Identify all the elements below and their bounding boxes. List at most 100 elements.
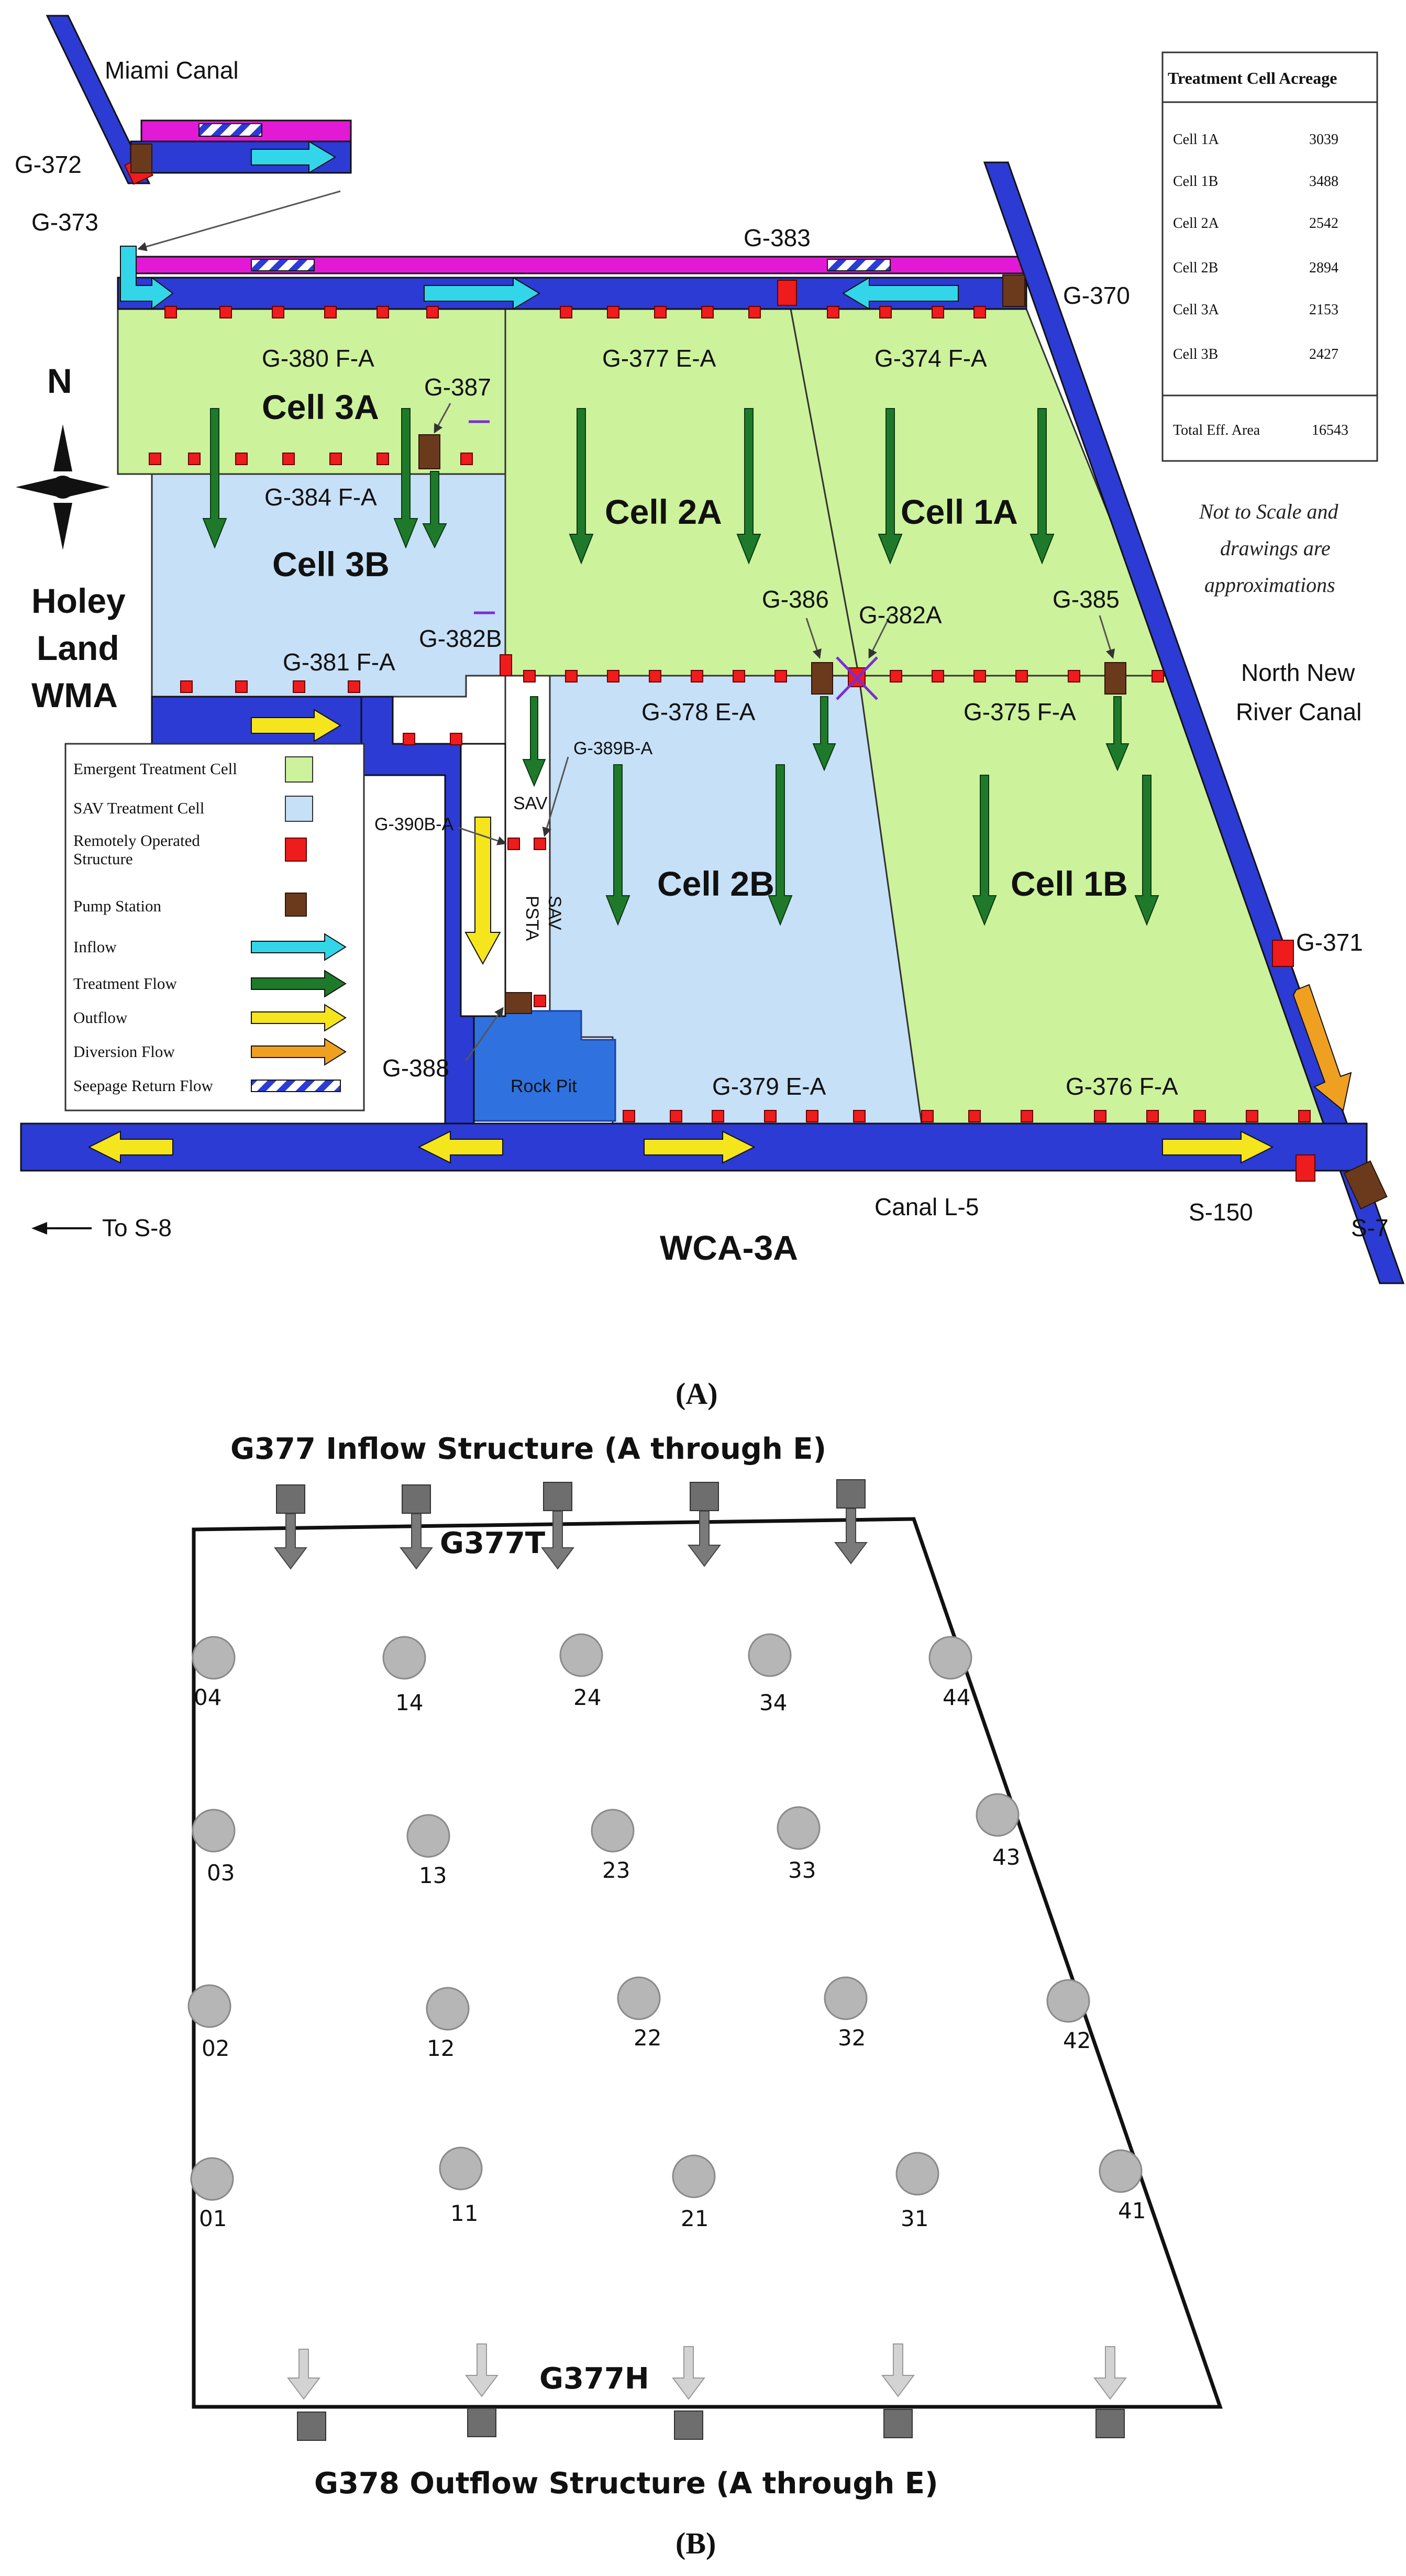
seepage-arrow-2 <box>251 259 315 271</box>
point-label: 43 <box>992 1844 1020 1870</box>
table-cell-name: Cell 2A <box>1173 215 1220 232</box>
holey-label-1: Holey <box>31 581 126 620</box>
cell-1a-label: Cell 1A <box>901 492 1018 531</box>
g386-label: G-386 <box>762 586 829 613</box>
point-label: 33 <box>788 1857 816 1883</box>
table-cell-name: Cell 1B <box>1173 173 1218 190</box>
g383-label: G-383 <box>744 224 811 251</box>
cell-2a-label: Cell 2A <box>605 492 722 531</box>
compass-icon <box>16 424 110 550</box>
outflow-arrow-l5-4 <box>1162 1130 1274 1164</box>
holey-label-2: Land <box>37 629 119 667</box>
g377-label: G-377 E-A <box>602 345 716 372</box>
legend-arrow-treatment <box>251 970 347 998</box>
outflow-arrow-l5-3 <box>644 1130 756 1164</box>
outflow-arrows <box>287 2343 1127 2400</box>
legend-label: SAV Treatment Cell <box>73 799 204 817</box>
sav-strip <box>504 675 551 1038</box>
point-label: 13 <box>419 1863 447 1888</box>
legend-label: Outflow <box>73 1008 128 1027</box>
g378-label: G-378 E-A <box>641 698 756 725</box>
g384-label: G-384 F-A <box>264 483 377 511</box>
legend-label: Pump Station <box>73 897 161 915</box>
caption-a: (A) <box>676 1377 718 1411</box>
g382a-label: G-382A <box>859 601 942 629</box>
legend-arrow-diversion <box>251 1038 347 1066</box>
g387-label: G-387 <box>424 373 491 401</box>
caption-b: (B) <box>676 2526 716 2560</box>
g381-label: G-381 F-A <box>283 648 395 676</box>
point-label: 04 <box>194 1685 222 1710</box>
point-label: 42 <box>1063 2028 1091 2053</box>
cell-2b-label: Cell 2B <box>657 864 774 903</box>
outflow-structures <box>297 2408 1125 2441</box>
table-header: Treatment Cell Acreage <box>1168 69 1337 87</box>
point-label: 14 <box>395 1690 423 1715</box>
point-label: 31 <box>901 2206 928 2231</box>
inflow-arrow-3 <box>842 277 959 310</box>
to-s8-label: To S-8 <box>102 1214 172 1241</box>
point-label: 22 <box>634 2025 661 2051</box>
inflow-arrow-2 <box>424 277 540 310</box>
point-label: 02 <box>202 2035 229 2061</box>
g385-label: G-385 <box>1053 586 1120 613</box>
acreage-table <box>1161 51 1378 462</box>
legend-swatch-remote <box>285 838 307 862</box>
g374-label: G-374 F-A <box>874 345 987 372</box>
g372-label: G-372 <box>15 151 82 178</box>
s150-label: S-150 <box>1189 1198 1253 1226</box>
table-cell-acres: 3488 <box>1309 173 1338 190</box>
table-cell-name: Cell 2B <box>1173 260 1218 276</box>
g370-label: G-370 <box>1063 282 1130 309</box>
sav-vertical-label: SAV <box>545 896 564 930</box>
pump-stations <box>130 144 1388 1210</box>
g382b-label: G-382B <box>419 625 502 652</box>
l5-canal-label: Canal L-5 <box>874 1193 979 1220</box>
legend-label: Treatment Flow <box>73 974 177 993</box>
g389-label: G-389B-A <box>573 739 652 758</box>
inflow-sampler-label: G377T <box>440 1526 545 1560</box>
point-label: 41 <box>1118 2198 1146 2223</box>
table-cell-name: Cell 1A <box>1173 131 1220 148</box>
note-line-2: drawings are <box>1220 536 1331 560</box>
cell-3a-label: Cell 3A <box>262 388 379 426</box>
point-label: 32 <box>838 2025 866 2051</box>
legend-label: Emergent Treatment Cell <box>73 759 237 778</box>
seepage-arrow-1 <box>198 123 262 137</box>
miami-canal <box>46 15 151 184</box>
legend-label: Structure <box>73 850 133 868</box>
point-label: 24 <box>573 1685 601 1710</box>
legend-swatch-sav <box>285 796 313 822</box>
sav-label: SAV <box>513 794 548 813</box>
g373-label: G-373 <box>31 208 98 236</box>
table-total-value: 16543 <box>1312 422 1348 438</box>
remote-structures <box>124 156 1315 1182</box>
legend-arrow-inflow <box>251 933 347 961</box>
point-label: 21 <box>681 2206 708 2231</box>
point-label: 11 <box>450 2200 478 2226</box>
legend-swatch-emergent <box>285 756 313 783</box>
g379-label: G-379 E-A <box>712 1073 826 1100</box>
cell-outline <box>192 1517 1223 2409</box>
table-cell-name: Cell 3B <box>1173 346 1218 362</box>
legend-box <box>64 743 365 1111</box>
inflow-arrows <box>274 1508 868 1570</box>
point-label: 01 <box>199 2206 227 2231</box>
legend-label: Seepage Return Flow <box>73 1076 214 1095</box>
g390-label: G-390B-A <box>374 814 453 834</box>
inflow-structures <box>276 1479 866 1514</box>
to-s8-arrow <box>31 1222 92 1235</box>
nnr-canal-label-1: North New <box>1241 659 1355 686</box>
pointer-lines <box>137 190 1115 1061</box>
note-line-3: approximations <box>1204 573 1335 597</box>
holey-label-3: WMA <box>31 676 118 714</box>
g388-label: G-388 <box>382 1054 449 1082</box>
outflow-arrow-l5-2 <box>417 1130 503 1164</box>
sampling-points <box>187 1633 1143 2201</box>
point-label: 44 <box>943 1685 970 1710</box>
table-cell-acres: 2894 <box>1309 260 1338 276</box>
table-cell-acres: 3039 <box>1309 131 1338 148</box>
inflow-arrow-1 <box>120 246 174 310</box>
legend-swatch-pump <box>285 893 307 917</box>
